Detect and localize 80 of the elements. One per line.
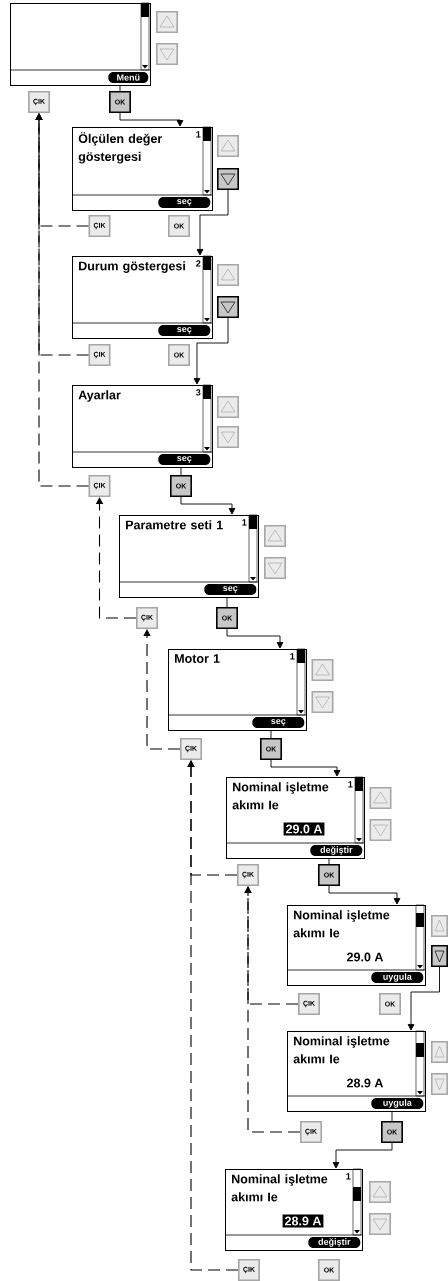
display-screen [224,1168,363,1251]
display-screen [71,255,213,339]
connector-line [226,597,228,608]
arrow [407,966,440,1031]
up-button [311,659,334,681]
menu-title: Nominal işletme akımı Ie [232,782,329,810]
up-button [369,787,392,809]
up-button [217,135,239,157]
arrow [180,496,236,515]
menu-title: Nominal işletme akımı Ie [293,1036,390,1064]
return-arrow [143,629,181,750]
display-screen [286,1030,426,1112]
menu-title: Nominal işletme akımı Ie [293,910,390,938]
menu-title: Parametre seti 1 [126,520,223,530]
value-text: 28.9 A [347,1078,384,1088]
connector-line [391,1111,393,1122]
page-number: 2 [196,260,201,267]
display-screen [71,126,213,211]
up-button [431,915,448,937]
down-button [217,168,239,190]
down-button [156,43,178,65]
display-screen [225,776,365,859]
softkey-label: seç [158,325,211,336]
value-field: 29.0 A [283,822,325,836]
softkey-label: seç [158,197,211,208]
softkey-label: seç [204,584,257,595]
arrow [328,885,401,905]
display-screen [118,514,259,598]
page-number: 1 [290,653,295,660]
softkey-label: uygula [371,1098,424,1109]
display-screen [9,2,151,86]
arrow [226,628,284,649]
softkey-label: Menü [108,72,149,83]
down-button [217,426,239,448]
arrow [193,317,229,385]
page-number: 1 [348,781,353,788]
down-button [264,557,286,579]
connector-line [119,85,121,92]
softkey-label: değiştir [308,1237,361,1248]
return-arrow [95,497,137,619]
return-arrow [35,113,90,487]
value-field: 28.9 A [282,1214,324,1228]
menu-title: Motor 1 [175,654,220,663]
return-arrow [244,886,301,1133]
display-screen [167,648,307,731]
menu-title: Nominal işletme akımı Ie [231,1174,328,1202]
softkey-label: seç [252,717,305,728]
up-button [217,264,239,286]
connector-line [270,730,272,739]
menu-title: Ölçülen değer göstergesi [78,132,163,164]
arrow [119,112,184,127]
softkey-label: uygula [371,972,424,983]
down-button [431,945,448,967]
page-number: 3 [196,389,201,396]
up-button [156,11,178,33]
down-button [311,691,334,713]
up-button [431,1041,448,1063]
display-screen [286,904,426,986]
return-arrow [187,760,239,1271]
page-number: 1 [346,1173,351,1180]
up-button [369,1181,391,1203]
up-button [217,396,239,418]
down-button [217,296,239,318]
menu-title: Durum göstergesi [79,261,185,273]
page-number: 1 [196,131,201,138]
connector-line [328,858,330,865]
arrow [332,1142,393,1169]
display-screen [71,384,213,468]
arrow [196,189,229,256]
down-button [369,1213,391,1235]
down-button [369,819,392,841]
down-button [431,1073,448,1095]
softkey-label: değiştir [310,845,363,856]
up-button [264,525,286,547]
connector-line [180,467,182,476]
value-text: 29.0 A [347,952,384,962]
softkey-label: seç [158,454,211,465]
menu-title: Ayarlar [78,390,121,402]
arrow [270,759,341,777]
page-number: 1 [242,519,247,526]
